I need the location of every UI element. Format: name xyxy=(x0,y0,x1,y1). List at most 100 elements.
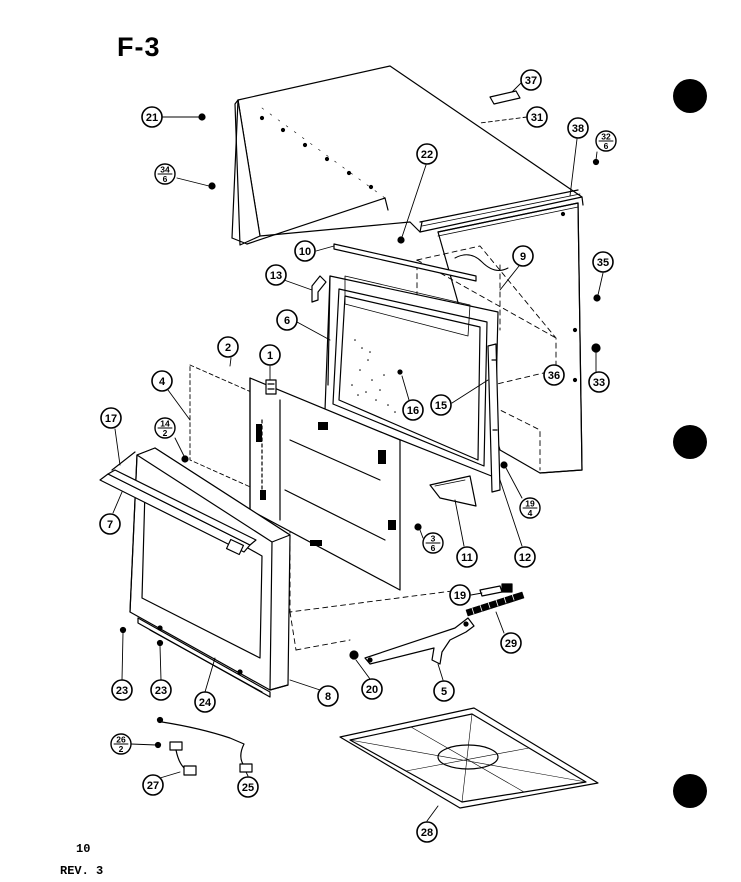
callout-ring xyxy=(402,399,424,421)
callout-ring xyxy=(150,679,172,701)
callout-ring xyxy=(217,336,239,358)
fraction-top: 34 xyxy=(160,165,170,175)
callout-35: 35 xyxy=(592,251,614,273)
right-side-panel xyxy=(437,202,583,474)
callout-label: 25 xyxy=(242,782,254,794)
fraction-top: 19 xyxy=(525,499,535,509)
callout-label: 37 xyxy=(525,75,537,87)
callout-29: 29 xyxy=(500,632,522,654)
callout-15: 15 xyxy=(430,394,452,416)
callout-1: 1 xyxy=(259,344,281,366)
callout-ring xyxy=(567,117,589,139)
callout-5: 5 xyxy=(433,680,455,702)
callout-label: 10 xyxy=(299,246,311,258)
callout-36: 36 xyxy=(543,364,565,386)
callout-13: 13 xyxy=(265,264,287,286)
callout-ring xyxy=(151,370,173,392)
callout-ring xyxy=(433,680,455,702)
callout-7: 7 xyxy=(99,513,121,535)
callout-label: 24 xyxy=(199,697,212,709)
callout-label: 2 xyxy=(225,342,231,354)
fraction-callout-32-6: 326 xyxy=(595,130,617,152)
callout-21: 21 xyxy=(141,106,163,128)
binder-hole-2 xyxy=(673,425,707,459)
callout-33: 33 xyxy=(588,371,610,393)
callout-label: 12 xyxy=(519,552,531,564)
callout-ring xyxy=(416,821,438,843)
fraction-bottom: 6 xyxy=(431,543,436,553)
callout-label: 6 xyxy=(284,315,290,327)
callout-31: 31 xyxy=(526,106,548,128)
spring-pin xyxy=(479,583,513,597)
callout-28: 28 xyxy=(416,821,438,843)
callout-ring xyxy=(526,106,548,128)
callout-19: 19 xyxy=(449,584,471,606)
top-gasket xyxy=(333,243,477,337)
fraction-top: 14 xyxy=(160,419,170,429)
callout-ring xyxy=(237,776,259,798)
callout-ring xyxy=(514,546,536,568)
callout-4: 4 xyxy=(151,370,173,392)
callout-11: 11 xyxy=(456,546,478,568)
callout-ring xyxy=(259,344,281,366)
callout-10: 10 xyxy=(294,240,316,262)
door-spring xyxy=(465,591,525,617)
binder-hole-1 xyxy=(673,79,707,113)
callout-label: 11 xyxy=(461,552,473,564)
callout-label: 35 xyxy=(597,257,609,269)
fraction-bottom: 6 xyxy=(163,174,168,184)
revision-label: REV. 3 xyxy=(60,864,104,878)
page-number: 10 xyxy=(76,842,91,856)
fraction-top: 26 xyxy=(116,735,126,745)
callout-25: 25 xyxy=(237,776,259,798)
callout-ring xyxy=(592,251,614,273)
bottom-rail xyxy=(137,617,271,698)
callout-label: 7 xyxy=(107,519,113,531)
break-line xyxy=(454,254,509,271)
callout-8: 8 xyxy=(317,685,339,707)
callout-label: 38 xyxy=(572,123,584,135)
callout-label: 27 xyxy=(147,780,159,792)
callout-23: 23 xyxy=(111,679,133,701)
fraction-bottom: 2 xyxy=(119,744,124,754)
callout-6: 6 xyxy=(276,309,298,331)
door-handle xyxy=(99,451,257,556)
callout-label: 5 xyxy=(441,686,447,698)
switch-component xyxy=(265,379,277,395)
label-tag xyxy=(489,90,521,105)
callout-label: 23 xyxy=(116,685,128,697)
callout-38: 38 xyxy=(567,117,589,139)
callout-label: 13 xyxy=(270,270,282,282)
callout-ring xyxy=(361,678,383,700)
callout-ring xyxy=(456,546,478,568)
callout-23: 23 xyxy=(150,679,172,701)
callout-ring xyxy=(449,584,471,606)
callout-label: 16 xyxy=(407,405,419,417)
callout-ring xyxy=(276,309,298,331)
callout-label: 8 xyxy=(325,691,331,703)
callout-17: 17 xyxy=(100,407,122,429)
callout-label: 21 xyxy=(146,112,158,124)
callout-ring xyxy=(512,245,534,267)
wire-harness xyxy=(161,721,253,776)
callout-37: 37 xyxy=(520,69,542,91)
callout-label: 22 xyxy=(421,149,433,161)
drip-pan xyxy=(339,707,599,809)
callout-label: 9 xyxy=(520,251,526,263)
callout-22: 22 xyxy=(416,143,438,165)
callout-ring xyxy=(500,632,522,654)
callout-label: 29 xyxy=(505,638,517,650)
callout-label: 36 xyxy=(548,370,560,382)
fraction-bottom: 6 xyxy=(604,141,609,151)
circuit-board xyxy=(249,377,401,591)
callout-24: 24 xyxy=(194,691,216,713)
callout-ring xyxy=(520,69,542,91)
fraction-bottom: 2 xyxy=(163,428,168,438)
fraction-callout-34-6: 346 xyxy=(154,163,176,185)
callout-label: 19 xyxy=(454,590,466,602)
callout-label: 28 xyxy=(421,827,433,839)
fraction-callout-19-4: 194 xyxy=(519,497,541,519)
